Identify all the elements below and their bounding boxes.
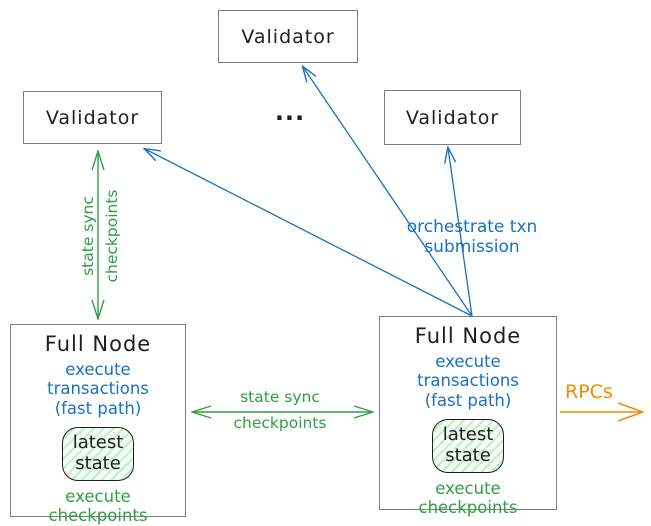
state-sync-horizontal-label-line1: state sync <box>240 388 320 406</box>
full-node-left-exec-transactions: execute transactions <box>47 360 149 399</box>
full-node-right-exec-checkpoints: execute checkpoints <box>418 478 518 517</box>
validator-box-left: Validator <box>23 91 162 144</box>
state-sync-vertical-label-line1: state sync <box>79 196 97 276</box>
full-node-left-title: Full Node <box>44 332 152 356</box>
orchestrate-arrow-to-top-validator <box>303 67 473 317</box>
full-node-right-exec-transactions: execute transactions <box>417 352 519 391</box>
full-node-right-title: Full Node <box>414 324 522 348</box>
validator-box-top: Validator <box>218 10 358 63</box>
validator-top-label: Validator <box>241 25 335 48</box>
full-node-box-right: Full Node execute transactions (fast pat… <box>379 316 557 517</box>
full-node-left-exec-checkpoints: execute checkpoints <box>48 486 148 525</box>
full-node-box-left: Full Node execute transactions (fast pat… <box>10 324 186 525</box>
orchestrate-arrow-to-right-validator <box>448 148 473 317</box>
rpcs-label: RPCs <box>565 381 613 403</box>
validator-left-label: Validator <box>45 106 140 129</box>
validators-ellipsis: ... <box>274 98 306 126</box>
validator-box-right: Validator <box>384 90 521 145</box>
latest-state-box-right: latest state <box>432 419 504 473</box>
orchestrate-arrow-to-left-validator <box>145 149 473 317</box>
orchestrate-txn-submission-label: orchestrate txn submission <box>406 217 538 257</box>
latest-state-box-left: latest state <box>62 427 134 481</box>
state-sync-horizontal-label-line2: checkpoints <box>233 414 327 432</box>
validator-right-label: Validator <box>405 106 500 129</box>
full-node-right-fast-path: (fast path) <box>424 390 512 410</box>
state-sync-vertical-label-line2: checkpoints <box>103 189 121 283</box>
full-node-left-fast-path: (fast path) <box>54 398 142 418</box>
